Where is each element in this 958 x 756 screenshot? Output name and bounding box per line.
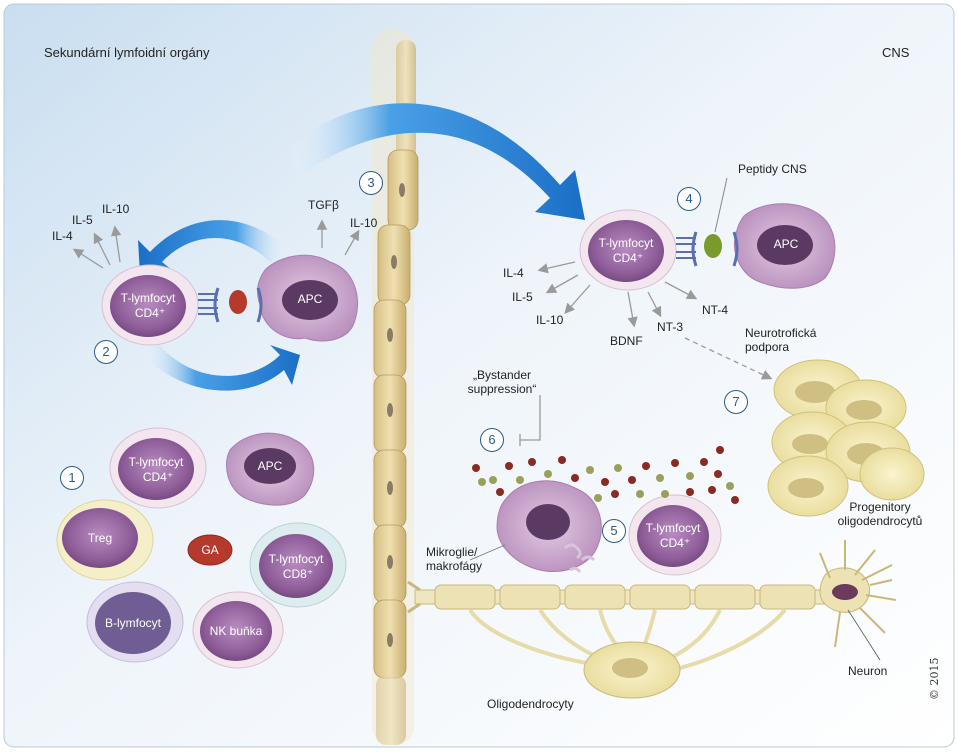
left-region-title: Sekundární lymfoidní orgány (44, 45, 210, 60)
cytokine-il4-left: IL-4 (52, 229, 73, 243)
microglia-label: Mikroglie/ makrofágy (426, 545, 483, 573)
background-panel (3, 3, 955, 748)
activation-arrow-bottom (140, 340, 300, 391)
activation-arrow-top (138, 220, 290, 275)
step-number-7: 7 (724, 390, 748, 414)
t-cd4-bottom-label: T-lymfocyt (645, 521, 701, 535)
oligodendrocytes-label: Oligodendrocyty (487, 697, 574, 711)
cytokine-il10-apc: IL-10 (350, 216, 378, 230)
step-number-5: 5 (602, 519, 626, 543)
t-cd4-pop-label: T-lymfocyt (128, 455, 184, 469)
oligodendrocyte-progenitors (767, 359, 925, 517)
t-cell-activation (101, 254, 359, 346)
microglia (496, 480, 602, 573)
step-number-1: 1 (60, 466, 84, 490)
cd4-label: CD4⁺ (134, 306, 166, 320)
t-cell-cns-label: T-lymfocyt (598, 236, 654, 250)
nk-cell-label: NK buňka (209, 624, 263, 638)
cytokine-particles (472, 446, 739, 504)
cytokine-bdnf: BDNF (610, 334, 643, 348)
cytokine-nt3: NT-3 (657, 320, 684, 334)
cytokine-il10-left: IL-10 (102, 202, 130, 216)
apc-label: APC (297, 292, 323, 306)
right-region-title: CNS (882, 45, 910, 60)
peptides-label: Peptidy CNS (738, 162, 807, 176)
cytokine-nt4: NT-4 (702, 303, 729, 317)
cytokine-il5-left: IL-5 (72, 213, 93, 227)
t-cd8-label: T-lymfocyt (268, 552, 324, 566)
apc-pop-label: APC (257, 459, 283, 473)
t-cell-cns-reactivation (579, 177, 836, 291)
step-number-3: 3 (359, 171, 383, 195)
progenitors-label: Progenitory oligodendrocytů (837, 500, 923, 528)
step-number-6: 6 (480, 428, 504, 452)
cd4-bottom-label: CD4⁺ (659, 536, 691, 550)
step-number-2: 2 (94, 340, 118, 364)
copyright-signature: © 2015 (928, 657, 941, 701)
cytokine-il10-right: IL-10 (536, 313, 564, 327)
ga-label: GA (201, 543, 219, 557)
bystander-inhibition (519, 395, 541, 446)
t-cell-label: T-lymfocyt (120, 291, 176, 305)
b-cell-label: B-lymfocyt (104, 616, 162, 630)
cytokine-tgfb: TGFβ (308, 198, 339, 212)
neurotrophic-label: Neurotrofická podpora (745, 326, 817, 354)
neuron-label: Neuron (848, 664, 888, 678)
treg-label: Treg (87, 531, 113, 545)
cytokine-il5-right: IL-5 (512, 290, 533, 304)
step-number-4: 4 (677, 187, 701, 211)
blood-brain-barrier (372, 30, 419, 745)
bystander-label: „Bystander suppression“ (467, 368, 537, 396)
cd4-pop-label: CD4⁺ (142, 470, 174, 484)
cd4-cns-label: CD4⁺ (612, 251, 644, 265)
t-cell-cns-bottom (628, 494, 722, 576)
migration-arrow (285, 103, 585, 220)
cytokine-arrows-left (72, 219, 360, 269)
immune-cell-population (56, 427, 347, 669)
apc-cns-label: APC (773, 237, 799, 251)
cytokine-il4-right: IL-4 (503, 266, 524, 280)
cd8-label: CD8⁺ (282, 567, 314, 581)
neural-tissue (407, 540, 897, 699)
cytokine-arrows-right (537, 261, 773, 380)
